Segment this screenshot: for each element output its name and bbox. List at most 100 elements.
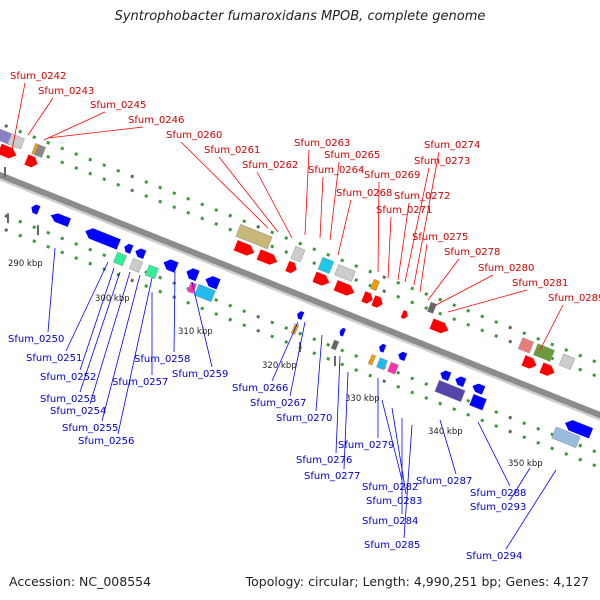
- feature-box[interactable]: [551, 426, 581, 449]
- reverse-gene[interactable]: [184, 266, 200, 282]
- reverse-gene[interactable]: [378, 343, 387, 353]
- gene-label-top[interactable]: Sfum_0280: [478, 263, 534, 274]
- feature-box[interactable]: [290, 245, 306, 263]
- gene-label-bottom[interactable]: Sfum_0276: [296, 455, 352, 466]
- forward-gene-shape[interactable]: [539, 362, 556, 377]
- forward-gene[interactable]: [256, 249, 280, 267]
- gene-label-top[interactable]: Sfum_0271: [376, 205, 432, 216]
- feature-box[interactable]: [468, 393, 488, 411]
- forward-gene[interactable]: [285, 260, 298, 275]
- reverse-gene[interactable]: [471, 382, 486, 395]
- reverse-gene-shape[interactable]: [203, 274, 221, 290]
- gene-label-bottom[interactable]: Sfum_0256: [78, 436, 134, 447]
- gene-label-top[interactable]: Sfum_0242: [10, 71, 66, 82]
- gene-label-top[interactable]: Sfum_0264: [308, 165, 364, 176]
- gene-label-bottom[interactable]: Sfum_0267: [250, 398, 306, 409]
- reverse-gene[interactable]: [563, 418, 594, 439]
- gene-label-bottom[interactable]: Sfum_0283: [366, 496, 422, 507]
- gene-label-bottom[interactable]: Sfum_0257: [112, 377, 168, 388]
- feature-box[interactable]: [387, 361, 399, 375]
- feature-box[interactable]: [194, 283, 216, 303]
- reverse-gene-shape[interactable]: [471, 382, 486, 395]
- forward-gene[interactable]: [521, 355, 538, 370]
- gene-label-bottom[interactable]: Sfum_0279: [338, 440, 394, 451]
- gene-label-bottom[interactable]: Sfum_0258: [134, 354, 190, 365]
- feature-box[interactable]: [128, 258, 144, 273]
- feature-box[interactable]: [334, 264, 356, 282]
- reverse-gene[interactable]: [397, 351, 408, 361]
- feature-box[interactable]: [533, 343, 555, 362]
- feature-box[interactable]: [367, 354, 377, 366]
- feature-box-shape[interactable]: [330, 339, 340, 351]
- forward-gene[interactable]: [429, 318, 451, 336]
- gene-label-top[interactable]: Sfum_0289: [548, 293, 600, 304]
- gene-label-bottom[interactable]: Sfum_0270: [276, 413, 332, 424]
- feature-box-shape[interactable]: [533, 343, 555, 362]
- reverse-gene-shape[interactable]: [563, 418, 594, 439]
- feature-box-shape[interactable]: [112, 251, 128, 267]
- feature-box[interactable]: [187, 281, 197, 294]
- feature-box[interactable]: [558, 353, 576, 370]
- gene-label-bottom[interactable]: Sfum_0251: [26, 353, 82, 364]
- gene-label-top[interactable]: Sfum_0246: [128, 115, 184, 126]
- gene-label-bottom[interactable]: Sfum_0287: [416, 476, 472, 487]
- reverse-gene[interactable]: [30, 203, 41, 215]
- gene-label-top[interactable]: Sfum_0273: [414, 156, 470, 167]
- forward-gene-shape[interactable]: [371, 295, 384, 309]
- gene-label-top[interactable]: Sfum_0265: [324, 150, 380, 161]
- reverse-gene[interactable]: [161, 257, 179, 273]
- reverse-gene-shape[interactable]: [30, 203, 41, 215]
- feature-box[interactable]: [144, 264, 160, 280]
- reverse-gene[interactable]: [49, 211, 71, 227]
- forward-gene-shape[interactable]: [256, 249, 280, 267]
- reverse-gene-shape[interactable]: [83, 226, 121, 250]
- feature-box-shape[interactable]: [290, 245, 306, 263]
- feature-box[interactable]: [427, 301, 437, 314]
- feature-box-shape[interactable]: [468, 393, 488, 411]
- feature-box[interactable]: [235, 223, 273, 250]
- forward-gene-shape[interactable]: [429, 318, 451, 336]
- forward-gene-shape[interactable]: [24, 154, 39, 169]
- forward-gene-shape[interactable]: [333, 280, 357, 298]
- feature-box-shape[interactable]: [128, 258, 144, 273]
- gene-label-top[interactable]: Sfum_0262: [242, 160, 298, 171]
- feature-box-shape[interactable]: [367, 354, 377, 366]
- gene-label-bottom[interactable]: Sfum_0255: [62, 423, 118, 434]
- forward-gene[interactable]: [333, 280, 357, 298]
- forward-gene-shape[interactable]: [521, 355, 538, 370]
- gene-label-top[interactable]: Sfum_0272: [394, 191, 450, 202]
- reverse-gene[interactable]: [203, 274, 221, 290]
- gene-label-bottom[interactable]: Sfum_0288: [470, 488, 526, 499]
- gene-label-bottom[interactable]: Sfum_0250: [8, 334, 64, 345]
- gene-label-top[interactable]: Sfum_0268: [336, 188, 392, 199]
- gene-label-bottom[interactable]: Sfum_0285: [364, 540, 420, 551]
- feature-box-shape[interactable]: [194, 283, 216, 303]
- forward-gene[interactable]: [539, 362, 556, 377]
- feature-box-shape[interactable]: [387, 361, 399, 375]
- feature-box[interactable]: [7, 133, 25, 150]
- gene-label-bottom[interactable]: Sfum_0259: [172, 369, 228, 380]
- gene-label-bottom[interactable]: Sfum_0284: [362, 516, 418, 527]
- reverse-gene[interactable]: [454, 375, 467, 388]
- feature-box-shape[interactable]: [434, 379, 466, 403]
- gene-label-top[interactable]: Sfum_0274: [424, 140, 480, 151]
- forward-gene-shape[interactable]: [400, 310, 410, 320]
- feature-box-shape[interactable]: [7, 133, 25, 150]
- forward-gene[interactable]: [361, 291, 374, 305]
- gene-label-bottom[interactable]: Sfum_0254: [50, 406, 106, 417]
- forward-gene[interactable]: [233, 240, 257, 258]
- feature-box-shape[interactable]: [144, 264, 160, 280]
- gene-label-bottom[interactable]: Sfum_0294: [466, 551, 522, 562]
- feature-box[interactable]: [434, 379, 466, 403]
- reverse-gene[interactable]: [83, 226, 121, 250]
- feature-box[interactable]: [112, 251, 128, 267]
- reverse-gene[interactable]: [296, 310, 305, 320]
- feature-box[interactable]: [33, 144, 47, 158]
- feature-box-shape[interactable]: [376, 357, 388, 371]
- forward-gene-shape[interactable]: [312, 271, 332, 288]
- reverse-gene-shape[interactable]: [161, 257, 179, 273]
- feature-box[interactable]: [517, 337, 535, 354]
- feature-box[interactable]: [376, 357, 388, 371]
- gene-label-top[interactable]: Sfum_0281: [512, 278, 568, 289]
